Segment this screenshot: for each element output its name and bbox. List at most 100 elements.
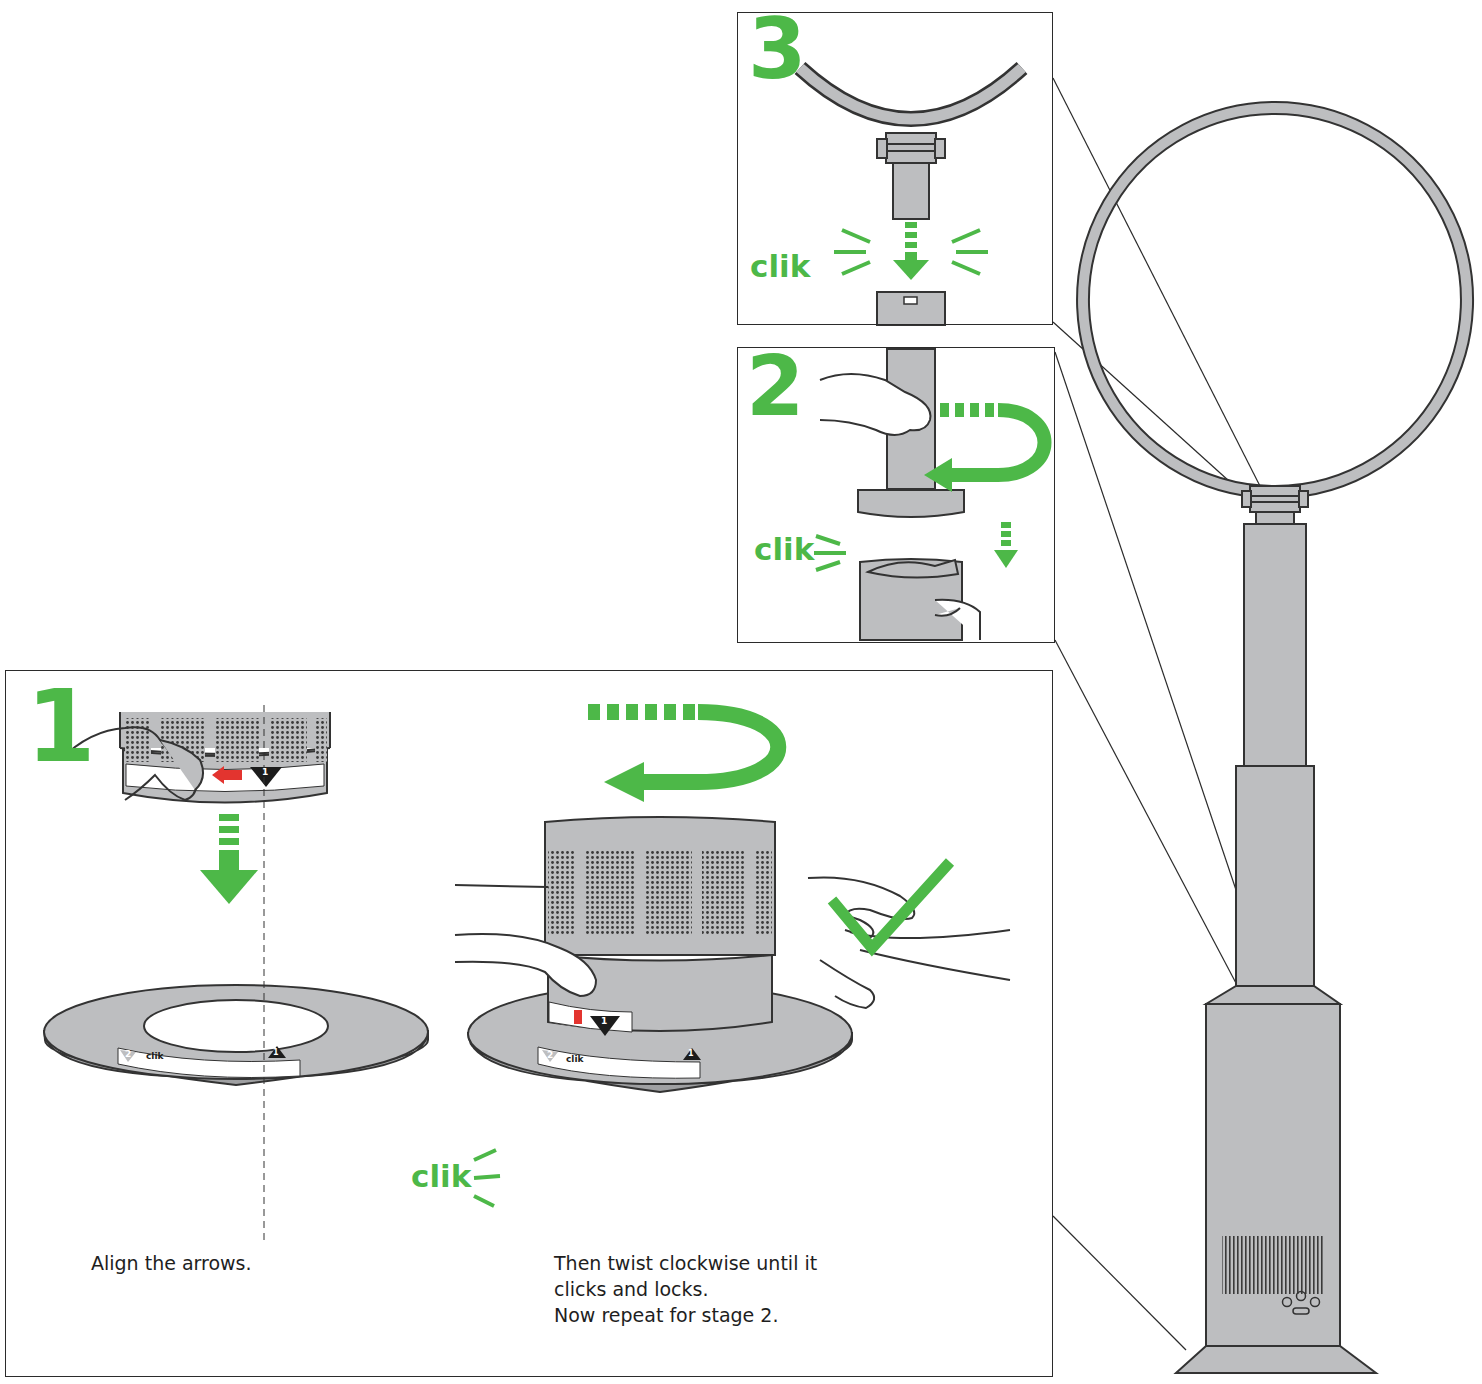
body-twisted-illustration <box>574 1010 582 1024</box>
sticker-number: 1 <box>262 768 268 777</box>
ring-connector-illustration <box>800 68 1022 119</box>
ring-connector-illustration <box>800 68 1022 119</box>
instruction-text: Now repeat for stage 2. <box>554 1302 874 1328</box>
click-arrow <box>905 222 917 228</box>
body-above-ring-illustration <box>126 764 324 792</box>
twist-arrow <box>924 458 952 492</box>
click-arrow <box>952 230 980 242</box>
sticker-number: 1 <box>601 1017 607 1026</box>
body-twisted-illustration <box>850 930 1010 980</box>
sticker-number: 2 <box>547 1051 553 1060</box>
twist-arrow <box>1001 531 1011 537</box>
ring-connector-illustration <box>886 133 936 163</box>
step-panel: 3clik <box>737 12 1053 325</box>
sticker-number: 2 <box>125 1050 131 1059</box>
body-above-ring-illustration <box>212 766 224 784</box>
leader-line <box>1055 640 1237 985</box>
fan-illustration <box>1077 102 1473 498</box>
click-arrow <box>834 230 988 274</box>
body-twisted-illustration <box>756 850 772 934</box>
twist-arrow <box>994 550 1018 568</box>
leader-line <box>1053 1216 1186 1350</box>
fan-illustration <box>1311 1298 1320 1307</box>
fan-illustration <box>1283 1298 1292 1307</box>
align-arrow <box>219 838 239 845</box>
pole-collar-illustration <box>820 374 930 435</box>
align-arrow <box>219 850 239 872</box>
click-arrow <box>905 242 917 248</box>
sticker-number: 1 <box>688 1050 694 1058</box>
twist-arrow <box>474 1176 500 1178</box>
body-above-ring-illustration <box>44 712 428 1085</box>
click-arrow <box>842 230 870 242</box>
body-above-ring-illustration <box>268 1046 286 1058</box>
fan-illustration <box>1244 524 1306 766</box>
click-arrow <box>834 250 866 254</box>
body-above-ring-illustration <box>125 718 151 762</box>
twist-arrow <box>948 410 1045 475</box>
ring-connector-illustration <box>877 292 945 325</box>
body-twisted-illustration <box>586 850 634 934</box>
click-label: clik <box>750 251 810 282</box>
sticker-click: clik <box>146 1052 164 1061</box>
fan-illustration <box>1256 512 1294 524</box>
align-arrow <box>219 814 239 821</box>
body-twisted-illustration <box>683 1048 701 1060</box>
twist-arrow <box>474 1150 496 1160</box>
twist-arrow <box>1001 540 1011 546</box>
body-above-ring-illustration <box>119 712 121 748</box>
step-panel: 1clikAlign the arrows.Then twist clockwi… <box>5 670 1053 1377</box>
sticker-number: 1 <box>273 1049 279 1057</box>
click-arrow <box>834 222 988 280</box>
click-arrow <box>905 232 917 238</box>
step-number: 2 <box>746 344 804 428</box>
ring-connector-illustration <box>888 143 934 145</box>
body-twisted-illustration <box>455 934 596 996</box>
align-arrow <box>200 870 258 904</box>
ring-connector-illustration <box>800 68 1022 325</box>
body-twisted-illustration <box>455 885 548 887</box>
click-arrow <box>893 260 929 280</box>
pole-collar-illustration <box>935 600 980 640</box>
body-above-ring-illustration <box>44 985 428 1079</box>
click-label: clik <box>411 1161 471 1192</box>
body-twisted-illustration <box>549 1002 632 1032</box>
click-label: clik <box>754 534 814 565</box>
twist-arrow <box>814 410 1045 570</box>
twist-arrow <box>474 1150 500 1206</box>
body-twisted-illustration <box>644 850 692 934</box>
pole-collar-illustration <box>858 490 964 517</box>
twist-arrow <box>474 712 950 1206</box>
ring-connector-illustration <box>935 139 945 158</box>
pole-collar-illustration <box>868 560 958 578</box>
body-twisted-illustration <box>542 1050 558 1062</box>
fan-illustration <box>1206 1004 1340 1346</box>
twist-arrow <box>474 1196 494 1206</box>
body-twisted-illustration <box>820 960 874 1008</box>
fan-illustration <box>1222 1236 1324 1294</box>
body-twisted-illustration <box>545 817 775 955</box>
ring-connector-illustration <box>877 139 887 158</box>
click-arrow <box>842 262 870 274</box>
twist-arrow <box>588 704 700 720</box>
align-arrow <box>200 814 258 904</box>
twist-arrow <box>816 536 840 544</box>
ring-connector-illustration <box>888 150 934 152</box>
fan-illustration <box>1252 501 1298 503</box>
body-above-ring-illustration <box>215 718 259 762</box>
body-above-ring-illustration <box>250 767 282 787</box>
body-above-ring-illustration <box>329 712 331 748</box>
fan-illustration <box>1297 1292 1306 1301</box>
step-number: 1 <box>26 677 96 777</box>
fan-illustration <box>1206 986 1340 1004</box>
twist-arrow <box>1001 522 1011 528</box>
body-above-ring-illustration <box>269 718 307 762</box>
alignment-line <box>264 705 265 1240</box>
twist-arrow <box>940 403 1000 417</box>
body-twisted-illustration <box>590 1016 620 1036</box>
twist-arrow <box>814 536 846 570</box>
twist-arrow <box>640 712 778 782</box>
body-above-ring-illustration <box>315 718 327 762</box>
fan-illustration <box>1299 491 1308 507</box>
step-number: 3 <box>748 7 806 91</box>
